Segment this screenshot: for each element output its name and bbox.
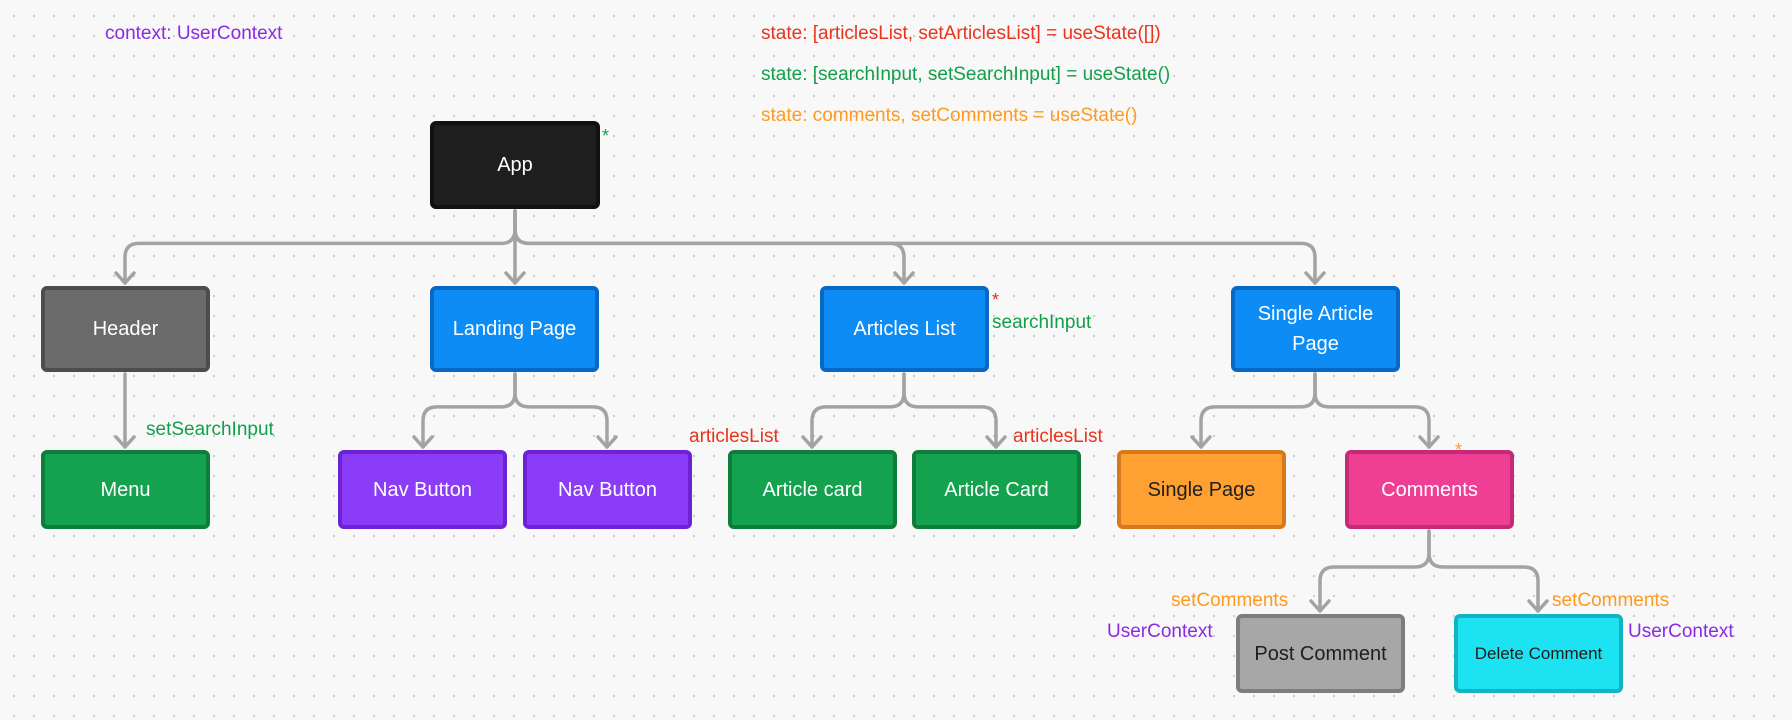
app-state-star: * xyxy=(602,126,610,146)
arrowhead-icon xyxy=(1309,599,1331,613)
set-comments-prop-label: setComments xyxy=(1171,590,1289,611)
arrowhead-icon xyxy=(114,435,136,449)
articles-list-prop-label: articlesList xyxy=(689,426,779,447)
arrowhead-icon xyxy=(114,271,136,285)
arrowhead-icon xyxy=(1304,271,1326,285)
connector-comments-post xyxy=(1318,529,1431,613)
single-article-page-node[interactable]: Single Article Page xyxy=(1231,286,1400,372)
comments-node[interactable]: Comments xyxy=(1345,450,1514,529)
connector-articles-card xyxy=(810,372,906,449)
single-page-node[interactable]: Single Page xyxy=(1117,450,1286,529)
connector-landing-nav xyxy=(513,372,609,449)
user-context-prop-label: UserContext xyxy=(1107,621,1213,642)
nav-button-node[interactable]: Nav Button xyxy=(338,450,507,529)
context-note: context: UserContext xyxy=(105,23,283,44)
set-comments-prop-label: setComments xyxy=(1552,590,1670,611)
menu-node[interactable]: Menu xyxy=(41,450,210,529)
app-node[interactable]: App xyxy=(430,121,600,209)
articles-list-node[interactable]: Articles List xyxy=(820,286,989,372)
connector-app-single-article xyxy=(513,209,1317,285)
arrowhead-icon xyxy=(1418,435,1440,449)
landing-page-node[interactable]: Landing Page xyxy=(430,286,599,372)
search-state-note: state: [searchInput, setSearchInput] = u… xyxy=(761,64,1171,85)
arrowhead-icon xyxy=(412,435,434,449)
connector-single-article-comments xyxy=(1313,372,1431,449)
connector-landing-nav xyxy=(421,372,517,449)
article-card-node[interactable]: Article card xyxy=(728,450,897,529)
connector-app-articles xyxy=(513,209,906,285)
set-search-input-prop-label: setSearchInput xyxy=(146,419,274,440)
arrowhead-icon xyxy=(893,271,915,285)
article-card-node[interactable]: Article Card xyxy=(912,450,1081,529)
arrowhead-icon xyxy=(596,435,618,449)
nav-button-node[interactable]: Nav Button xyxy=(523,450,692,529)
connector-single-article-single-page xyxy=(1199,372,1317,449)
arrowhead-icon xyxy=(1190,435,1212,449)
articles-state-star: * xyxy=(992,290,1000,310)
connector-app-header xyxy=(123,209,517,285)
post-comment-node[interactable]: Post Comment xyxy=(1236,614,1405,693)
search-input-prop-label: searchInput xyxy=(992,312,1092,333)
arrowhead-icon xyxy=(504,271,526,285)
arrowhead-icon xyxy=(985,435,1007,449)
user-context-prop-label: UserContext xyxy=(1628,621,1734,642)
header-node[interactable]: Header xyxy=(41,286,210,372)
articles-state-note: state: [articlesList, setArticlesList] =… xyxy=(761,23,1161,44)
connector-comments-delete xyxy=(1427,529,1540,613)
comments-state-note: state: comments, setComments = useState(… xyxy=(761,105,1138,126)
comments-state-star: * xyxy=(1455,440,1463,460)
arrowhead-icon xyxy=(1527,599,1549,613)
articles-list-prop-label: articlesList xyxy=(1013,426,1103,447)
arrowhead-icon xyxy=(801,435,823,449)
connector-articles-card xyxy=(902,372,998,449)
delete-comment-node[interactable]: Delete Comment xyxy=(1454,614,1623,693)
